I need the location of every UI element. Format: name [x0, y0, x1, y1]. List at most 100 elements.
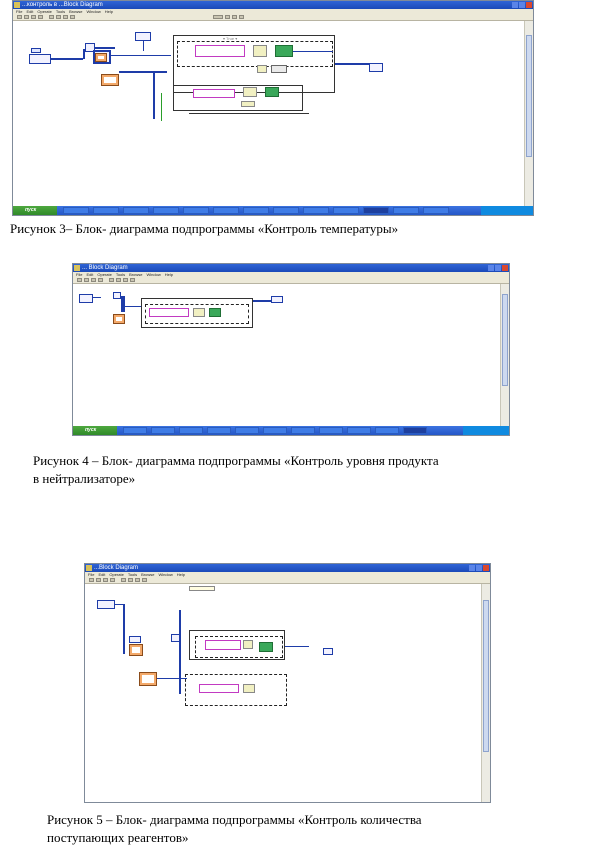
- case-structure-lower[interactable]: [185, 674, 287, 706]
- case-structure-outer[interactable]: [141, 298, 253, 328]
- close-icon[interactable]: [502, 265, 508, 271]
- boolean-indicator[interactable]: [265, 87, 279, 97]
- run-arrow-icon[interactable]: [89, 578, 94, 582]
- menu-tools[interactable]: Tools: [127, 572, 138, 577]
- step-over-icon[interactable]: [123, 278, 128, 282]
- case-structure-inner[interactable]: [195, 636, 283, 658]
- step-over-icon[interactable]: [63, 15, 68, 19]
- menu-edit[interactable]: Edit: [98, 572, 106, 577]
- taskbar-item[interactable]: [423, 207, 449, 214]
- menu-edit[interactable]: Edit: [26, 9, 34, 14]
- block-diagram-canvas[interactable]: ▾ True ▾: [13, 21, 525, 206]
- close-icon[interactable]: [483, 565, 489, 571]
- minimize-icon[interactable]: [512, 2, 518, 8]
- taskbar-item-active[interactable]: [403, 427, 427, 434]
- select-node[interactable]: [243, 640, 253, 649]
- sub-vi-icon[interactable]: [129, 644, 143, 656]
- input-terminal[interactable]: [29, 54, 51, 64]
- numeric-constant[interactable]: [257, 65, 267, 73]
- input-terminal[interactable]: [79, 294, 93, 303]
- taskbar-item[interactable]: [393, 207, 419, 214]
- input-terminal[interactable]: [97, 600, 115, 609]
- run-arrow-icon[interactable]: [17, 15, 22, 19]
- menu-operate[interactable]: Operate: [97, 272, 112, 277]
- run-continuous-icon[interactable]: [84, 278, 89, 282]
- case-structure-inner[interactable]: [177, 41, 333, 67]
- boolean-indicator[interactable]: [259, 642, 273, 652]
- minimize-icon[interactable]: [488, 265, 494, 271]
- boolean-indicator[interactable]: [209, 308, 221, 317]
- highlight-icon[interactable]: [49, 15, 54, 19]
- menu-browse[interactable]: Browse: [129, 272, 143, 277]
- taskbar-item[interactable]: [213, 207, 239, 214]
- step-icon[interactable]: [128, 578, 133, 582]
- bundle-node[interactable]: [85, 43, 95, 52]
- compare-node[interactable]: [129, 636, 141, 643]
- sub-vi-icon[interactable]: [95, 53, 107, 62]
- menu-window[interactable]: Window: [86, 9, 101, 14]
- vertical-scrollbar[interactable]: [481, 584, 490, 802]
- select-node[interactable]: [193, 308, 205, 317]
- taskbar-item[interactable]: [319, 427, 343, 434]
- shift-register[interactable]: [271, 65, 287, 73]
- output-terminal[interactable]: [323, 648, 333, 655]
- taskbar-item[interactable]: [347, 427, 371, 434]
- step-icon[interactable]: [116, 278, 121, 282]
- sub-vi-icon[interactable]: [101, 74, 119, 86]
- scroll-thumb[interactable]: [483, 600, 489, 752]
- sub-vi-icon[interactable]: [139, 672, 157, 686]
- maximize-icon[interactable]: [476, 565, 482, 571]
- align-icon[interactable]: [225, 15, 230, 19]
- taskbar-item[interactable]: [375, 427, 399, 434]
- output-terminal[interactable]: [369, 63, 383, 72]
- abort-icon[interactable]: [91, 278, 96, 282]
- string-constant[interactable]: [205, 640, 241, 650]
- taskbar-item[interactable]: [153, 207, 179, 214]
- vertical-scrollbar[interactable]: [500, 284, 509, 426]
- string-constant[interactable]: [149, 308, 189, 317]
- taskbar-item[interactable]: [303, 207, 329, 214]
- taskbar-item[interactable]: [151, 427, 175, 434]
- menu-operate[interactable]: Operate: [37, 9, 52, 14]
- scroll-thumb[interactable]: [502, 294, 508, 386]
- step-icon[interactable]: [56, 15, 61, 19]
- run-continuous-icon[interactable]: [24, 15, 29, 19]
- numeric-constant[interactable]: [241, 101, 255, 107]
- menu-edit[interactable]: Edit: [86, 272, 94, 277]
- select-node[interactable]: [253, 45, 267, 57]
- case-structure-lower[interactable]: [173, 85, 303, 111]
- scroll-thumb[interactable]: [526, 35, 532, 157]
- step-out-icon[interactable]: [70, 15, 75, 19]
- menu-tools[interactable]: Tools: [115, 272, 126, 277]
- menu-file[interactable]: File: [16, 9, 23, 14]
- taskbar-item[interactable]: [235, 427, 259, 434]
- menu-help[interactable]: Help: [104, 9, 113, 14]
- abort-icon[interactable]: [103, 578, 108, 582]
- pause-icon[interactable]: [98, 278, 103, 282]
- case-structure-inner[interactable]: [145, 304, 249, 324]
- step-over-icon[interactable]: [135, 578, 140, 582]
- menu-help[interactable]: Help: [176, 572, 185, 577]
- start-button[interactable]: пуск: [73, 426, 117, 435]
- step-out-icon[interactable]: [130, 278, 135, 282]
- menu-help[interactable]: Help: [164, 272, 173, 277]
- run-continuous-icon[interactable]: [96, 578, 101, 582]
- block-diagram-canvas[interactable]: [85, 584, 482, 802]
- vertical-scrollbar[interactable]: [524, 21, 533, 206]
- menu-operate[interactable]: Operate: [109, 572, 124, 577]
- menu-file[interactable]: File: [76, 272, 83, 277]
- taskbar-item[interactable]: [123, 207, 149, 214]
- highlight-icon[interactable]: [121, 578, 126, 582]
- close-icon[interactable]: [526, 2, 532, 8]
- step-out-icon[interactable]: [142, 578, 147, 582]
- taskbar-item[interactable]: [263, 427, 287, 434]
- taskbar-item[interactable]: [179, 427, 203, 434]
- compare-node[interactable]: [113, 292, 121, 299]
- sub-vi-icon[interactable]: [113, 314, 125, 324]
- string-constant[interactable]: [199, 684, 239, 693]
- select-node[interactable]: [243, 87, 257, 97]
- taskbar-item[interactable]: [123, 427, 147, 434]
- menu-browse[interactable]: Browse: [69, 9, 83, 14]
- menu-window[interactable]: Window: [158, 572, 173, 577]
- case-structure-outer[interactable]: [189, 630, 285, 660]
